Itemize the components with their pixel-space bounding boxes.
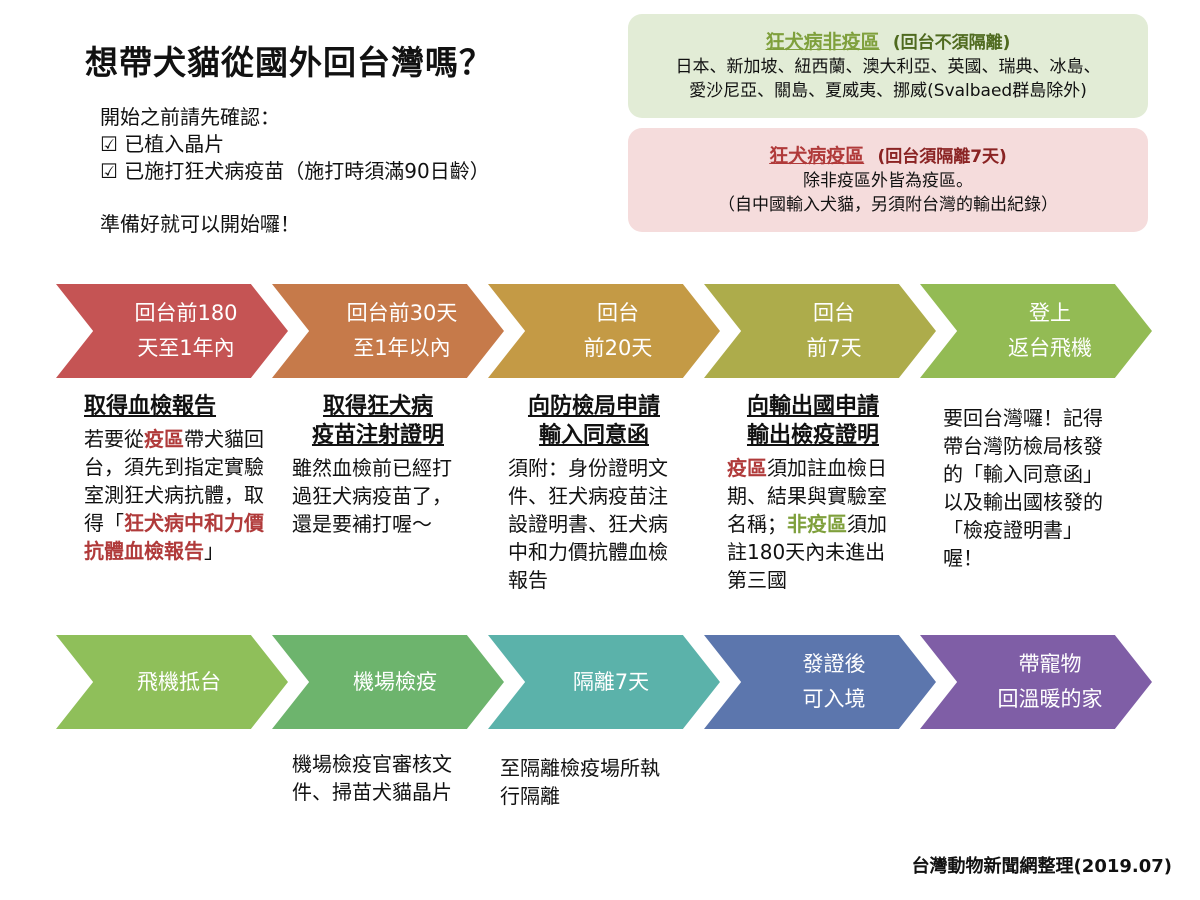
step-desc-import-permit-heading-1: 向防檢局申請 [527, 394, 660, 419]
step-arrow-7-days: 回台前7天 [704, 284, 936, 378]
step-desc-export-cert-heading-1: 向輸出國申請 [746, 394, 879, 419]
step-arrow-isolation: 隔離7天 [488, 635, 720, 729]
prerequisites: 開始之前請先確認： ☑ 已植入晶片 ☑ 已施打狂犬病疫苗（施打時須滿90日齡） … [100, 104, 490, 238]
step-arrow-home: 帶寵物回溫暖的家 [920, 635, 1152, 729]
step-desc-vaccine-cert: 取得狂犬病疫苗注射證明 雖然血檢前已經打過狂犬病疫苗了，還是要補打喔～ [292, 392, 464, 538]
step-desc-vaccine-cert-heading-1: 取得狂犬病 [322, 394, 433, 419]
endemic-tag: (回台須隔離7天) [877, 147, 1007, 167]
step-desc-import-permit-heading-2: 輸入同意函 [538, 423, 649, 448]
step-arrow-20-days: 回台前20天 [488, 284, 720, 378]
page-title: 想帶犬貓從國外回台灣嗎？ [85, 43, 493, 82]
step-desc-vaccine-cert-body: 雖然血檢前已經打過狂犬病疫苗了，還是要補打喔～ [292, 456, 452, 536]
step-arrow-airport-quarantine: 機場檢疫 [272, 635, 504, 729]
non-endemic-box: 狂犬病非疫區 (回台不須隔離) 日本、新加坡、紐西蘭、澳大利亞、英國、瑞典、冰島… [628, 14, 1148, 118]
step-desc-vaccine-cert-heading-2: 疫苗注射證明 [311, 423, 444, 448]
endemic-note-line2: （自中國輸入犬貓，另須附台灣的輸出紀錄） [718, 195, 1058, 215]
source-credit: 台灣動物新聞網整理(2019.07) [911, 856, 1172, 877]
step-desc-airport-inspection: 機場檢疫官審核文件、掃苗犬貓晶片 [292, 752, 452, 804]
non-endemic-heading: 狂犬病非疫區 [765, 31, 880, 53]
endemic-note-line1: 除非疫區外皆為疫區。 [803, 171, 973, 191]
step-arrow-board-flight: 登上返台飛機 [920, 284, 1152, 378]
prereq-intro: 開始之前請先確認： [100, 105, 280, 129]
prereq-item-chip: ☑ 已植入晶片 [100, 132, 225, 156]
step-desc-import-permit: 向防檢局申請輸入同意函 須附：身份證明文件、狂犬病疫苗注設證明書、狂犬病中和力價… [508, 392, 680, 594]
step-desc-blood-test-heading: 取得血檢報告 [84, 394, 217, 419]
step-desc-blood-test: 取得血檢報告 若要從疫區帶犬貓回台，須先到指定實驗室測狂犬病抗體，取得「狂犬病中… [84, 392, 274, 565]
step-desc-return-reminder: 要回台灣囉！記得帶台灣防檢局核發的「輸入同意函」以及輸出國核發的「檢疫證明書」喔… [943, 406, 1103, 570]
step-arrow-arrival: 飛機抵台 [56, 635, 288, 729]
endemic-heading: 狂犬病疫區 [769, 145, 865, 167]
step-arrow-entry: 發證後可入境 [704, 635, 936, 729]
non-endemic-list-line2: 愛沙尼亞、關島、夏威夷、挪威(Svalbaed群島除外) [689, 81, 1087, 101]
step-desc-isolation: 至隔離檢疫場所執行隔離 [500, 756, 660, 808]
prereq-item-vaccine: ☑ 已施打狂犬病疫苗（施打時須滿90日齡） [100, 159, 490, 183]
non-endemic-tag: (回台不須隔離) [892, 33, 1011, 53]
step-arrow-30-days: 回台前30天至1年以內 [272, 284, 504, 378]
step-desc-export-cert: 向輸出國申請輸出檢疫證明 疫區須加註血檢日期、結果與實驗室名稱；非疫區須加註18… [727, 394, 887, 592]
non-endemic-list-line1: 日本、新加坡、紐西蘭、澳大利亞、英國、瑞典、冰島、 [675, 57, 1101, 77]
step-desc-import-permit-body: 須附：身份證明文件、狂犬病疫苗注設證明書、狂犬病中和力價抗體血檢報告 [508, 456, 668, 592]
step-desc-export-cert-heading-2: 輸出檢疫證明 [746, 423, 879, 448]
prereq-ready: 準備好就可以開始囉！ [100, 212, 300, 236]
endemic-box: 狂犬病疫區 (回台須隔離7天) 除非疫區外皆為疫區。 （自中國輸入犬貓，另須附台… [628, 128, 1148, 232]
